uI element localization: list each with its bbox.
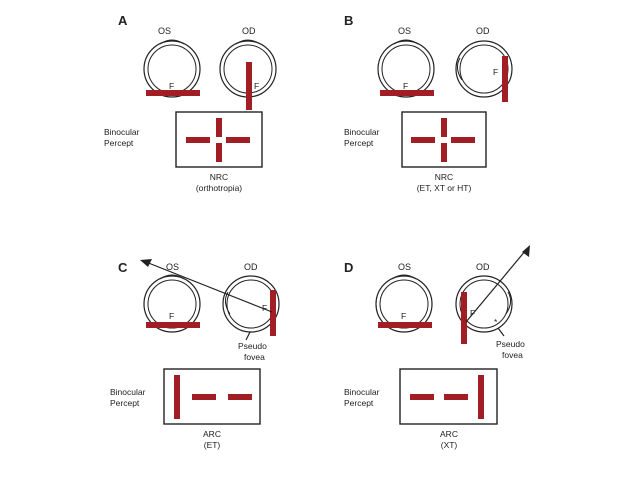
percept-label: Binocular: [344, 387, 380, 397]
panel-letter: A: [118, 13, 128, 28]
percept-bar-vertical: [174, 375, 180, 419]
percept-label: Percept: [344, 138, 374, 148]
left-eye-label: OS: [158, 26, 171, 36]
percept-bar-top: [441, 118, 447, 137]
percept-bar-left: [186, 137, 210, 143]
percept-bar-left: [192, 394, 216, 400]
fovea-label: F: [169, 81, 174, 91]
red-bar: [270, 290, 276, 336]
left-eye: F: [377, 39, 435, 98]
left-eye-label: OS: [398, 262, 411, 272]
pseudo-fovea-mark: *: [494, 317, 498, 327]
right-eye: F: [222, 275, 280, 336]
caption: (ET): [204, 440, 221, 450]
panel-letter: D: [344, 260, 353, 275]
percept-label: Binocular: [110, 387, 146, 397]
right-eye: F: [455, 40, 513, 102]
panel-a: A OS OD F F Binocular Percept NRC (ortho…: [104, 13, 277, 193]
panel-d: D OS OD F F * Pseudo fovea Binocular Per…: [344, 245, 530, 450]
panel-letter: C: [118, 260, 128, 275]
percept-bar-right: [228, 394, 252, 400]
pseudo-fovea-label: fovea: [502, 350, 523, 360]
panel-b: B OS OD F F Binocular Percept NRC (ET, X…: [344, 13, 513, 193]
panel-letter: B: [344, 13, 353, 28]
right-eye-label: OD: [476, 26, 490, 36]
caption: NRC: [210, 172, 228, 182]
percept-bar-right: [451, 137, 475, 143]
right-eye: F: [219, 39, 277, 110]
percept-label: Binocular: [344, 127, 380, 137]
caption: (XT): [441, 440, 458, 450]
fovea-label: F: [493, 67, 498, 77]
percept-bar-left: [410, 394, 434, 400]
pseudo-fovea-pointer: [497, 327, 505, 337]
right-eye-label: OD: [242, 26, 256, 36]
caption: ARC: [440, 429, 458, 439]
caption: NRC: [435, 172, 453, 182]
left-eye: F: [143, 274, 201, 333]
percept-bar-right: [444, 394, 468, 400]
left-eye-label: OS: [398, 26, 411, 36]
red-bar: [146, 322, 200, 328]
caption: (orthotropia): [196, 183, 242, 193]
red-bar: [378, 322, 432, 328]
left-eye-label: OS: [166, 262, 179, 272]
fovea-label: F: [470, 308, 475, 318]
caption: (ET, XT or HT): [417, 183, 472, 193]
left-eye: F: [375, 274, 433, 333]
percept-label: Percept: [344, 398, 374, 408]
red-bar: [502, 56, 508, 102]
percept-label: Binocular: [104, 127, 140, 137]
fovea-label: F: [262, 303, 267, 313]
red-bar: [380, 90, 434, 96]
fovea-label: F: [401, 311, 406, 321]
fovea-label: F: [254, 81, 259, 91]
percept-label: Percept: [104, 138, 134, 148]
right-eye-label: OD: [244, 262, 258, 272]
fovea-label: F: [403, 81, 408, 91]
red-bar: [146, 90, 200, 96]
caption: ARC: [203, 429, 221, 439]
visual-axis-arrow: [465, 245, 530, 323]
fovea-label: F: [169, 311, 174, 321]
pseudo-fovea-label: fovea: [244, 352, 265, 362]
panel-c: C OS OD F F Pseudo fovea Binocular Perce…: [110, 259, 280, 450]
percept-bar-right: [226, 137, 250, 143]
right-eye: F: [455, 275, 513, 344]
pseudo-fovea-pointer: [245, 331, 251, 341]
visual-axis-arrow: [140, 259, 273, 313]
percept-bar-top: [216, 118, 222, 137]
percept-bar-bottom: [216, 143, 222, 162]
pseudo-fovea-label: Pseudo: [496, 339, 525, 349]
pseudo-fovea-label: Pseudo: [238, 341, 267, 351]
right-eye-label: OD: [476, 262, 490, 272]
percept-bar-vertical: [478, 375, 484, 419]
percept-bar-bottom: [441, 143, 447, 162]
red-bar: [461, 292, 467, 344]
red-bar: [246, 62, 252, 110]
left-eye: F: [143, 39, 201, 98]
percept-bar-left: [411, 137, 435, 143]
percept-label: Percept: [110, 398, 140, 408]
